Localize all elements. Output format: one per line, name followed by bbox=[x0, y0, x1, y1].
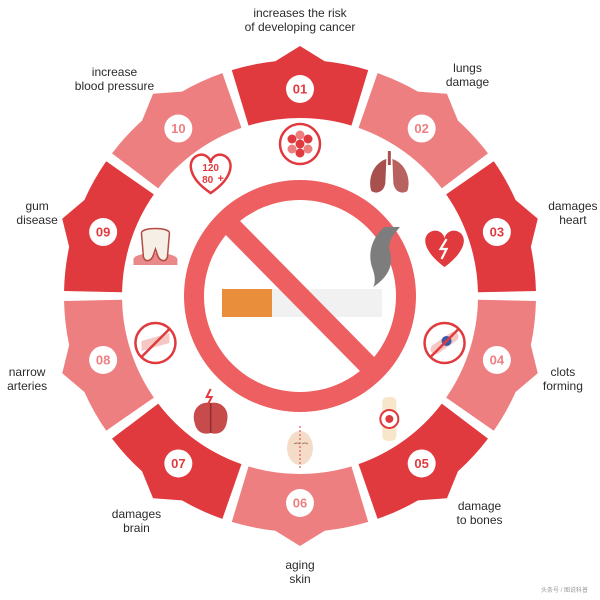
blood-clot-icon bbox=[423, 321, 466, 365]
lungs-icon bbox=[370, 151, 409, 193]
number-badge bbox=[407, 449, 436, 478]
bp-sign: + bbox=[217, 173, 223, 185]
segment-label: damages heart bbox=[548, 199, 598, 228]
bp-top: 120 bbox=[202, 163, 219, 174]
segment-number: 09 bbox=[96, 225, 110, 240]
segment-number: 08 bbox=[96, 352, 110, 367]
segment-label: lungs damage bbox=[445, 61, 490, 90]
segment-number: 10 bbox=[171, 121, 185, 136]
segment-label: increases the risk of developing cancer bbox=[244, 6, 356, 34]
number-badge bbox=[164, 114, 193, 143]
number-badge bbox=[407, 114, 436, 143]
aging-face-icon bbox=[287, 426, 313, 470]
tooth-gum-icon bbox=[133, 227, 178, 266]
number-badge bbox=[89, 218, 118, 247]
cigarette-filter bbox=[222, 289, 272, 317]
bone-joint-icon bbox=[379, 396, 400, 441]
no-smoking-sign bbox=[184, 180, 416, 412]
segment-number: 04 bbox=[490, 352, 505, 367]
number-badge bbox=[89, 345, 118, 374]
segment-label: damage to bones bbox=[456, 498, 503, 527]
number-badge bbox=[286, 489, 314, 517]
cancer-cells-icon bbox=[278, 122, 322, 166]
broken-heart-icon bbox=[425, 230, 464, 268]
narrow-artery-icon bbox=[134, 321, 177, 365]
segment-label: increase blood pressure bbox=[74, 65, 155, 94]
segment-label: aging skin bbox=[285, 558, 315, 586]
number-badge bbox=[286, 75, 314, 103]
segment-label: narrow arteries bbox=[7, 364, 48, 393]
segment-number: 02 bbox=[414, 121, 428, 136]
segment-number: 07 bbox=[171, 456, 185, 471]
segment-label: gum disease bbox=[16, 199, 58, 228]
number-badge bbox=[482, 218, 511, 247]
segment-ring: 01 02 03 04 05 06 07 08 09 10 bbox=[62, 46, 538, 546]
brain-icon bbox=[193, 388, 228, 434]
watermark: 头条号 / 图说科普 bbox=[540, 588, 588, 594]
smoke-icon bbox=[370, 227, 400, 287]
segment-number: 01 bbox=[293, 82, 307, 97]
number-badge bbox=[164, 449, 193, 478]
segment-label: clots forming bbox=[542, 364, 583, 393]
bp-bottom: 80 bbox=[202, 175, 214, 186]
segment-label: damages brain bbox=[111, 506, 162, 535]
number-badge bbox=[482, 345, 511, 374]
segment-number: 05 bbox=[414, 456, 428, 471]
no-smoking-slash bbox=[220, 215, 380, 377]
segment-number: 06 bbox=[293, 496, 307, 511]
segment-number: 03 bbox=[490, 225, 504, 240]
